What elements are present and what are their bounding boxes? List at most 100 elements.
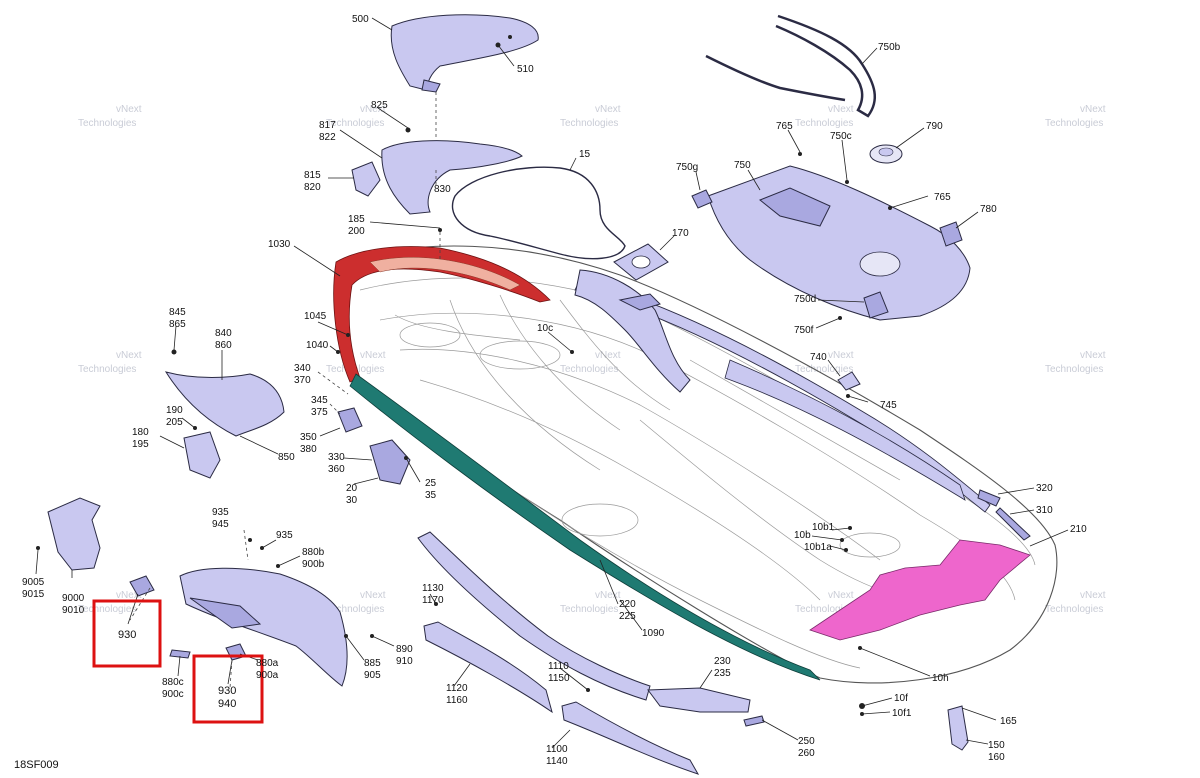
label-10f1: 10f1: [892, 708, 912, 719]
label-190: 190: [166, 405, 183, 416]
label-940-highlighted: 940: [218, 698, 236, 710]
bumper-1030-inner: [369, 257, 521, 291]
watermark-line1: vNext: [360, 104, 386, 115]
part-750g-latch[interactable]: [691, 189, 713, 209]
part-220-pad[interactable]: [417, 531, 651, 701]
label-1120: 1120: [446, 683, 468, 694]
part-880-fender[interactable]: [179, 567, 348, 687]
label-10c: 10c: [537, 323, 553, 334]
part-840-panel[interactable]: [164, 371, 285, 437]
label-1160: 1160: [446, 695, 468, 706]
label-10f: 10f: [894, 693, 908, 704]
part-180-cover[interactable]: [183, 431, 221, 479]
label-750c: 750c: [830, 131, 852, 142]
label-1090: 1090: [642, 628, 665, 639]
label-1110: 1110: [548, 661, 569, 672]
label-815: 815: [304, 170, 321, 181]
part-750-detail: [759, 187, 831, 227]
label-330: 330: [328, 452, 345, 463]
part-350-bracket[interactable]: [337, 407, 363, 433]
label-740: 740: [810, 352, 827, 363]
label-210: 210: [1070, 524, 1087, 535]
part-765-screw: [798, 152, 802, 156]
label-380: 380: [300, 444, 317, 455]
part-310-strip[interactable]: [995, 507, 1031, 541]
label-865: 865: [169, 319, 186, 330]
label-510: 510: [517, 64, 534, 75]
part-500-cover[interactable]: [390, 14, 539, 91]
label-822: 822: [319, 132, 336, 143]
part-880c-strip[interactable]: [169, 649, 191, 659]
part-230-pad[interactable]: [647, 687, 751, 713]
label-185: 185: [348, 214, 365, 225]
part-320-clip[interactable]: [977, 489, 1001, 507]
watermark-line1: vNext: [828, 104, 854, 115]
label-30: 30: [346, 495, 358, 506]
label-780: 780: [980, 204, 997, 215]
part-150-stern[interactable]: [947, 705, 969, 751]
part-250-strip[interactable]: [743, 715, 765, 727]
part-815-trim[interactable]: [351, 161, 381, 197]
label-935b: 935: [276, 530, 293, 541]
label-890: 890: [396, 644, 413, 655]
part-750b-cord[interactable]: [775, 14, 877, 118]
part-930-bracket-b[interactable]: [225, 643, 247, 661]
part-15-seal[interactable]: [451, 166, 626, 260]
part-740-bracket[interactable]: [837, 371, 861, 391]
label-825: 825: [371, 100, 388, 111]
label-880b: 880b: [302, 547, 325, 558]
label-880a: 880a: [256, 658, 279, 669]
label-885: 885: [364, 658, 381, 669]
part-185-screw: [438, 228, 442, 232]
label-845: 845: [169, 307, 186, 318]
part-845-screw[interactable]: [171, 349, 177, 355]
label-150: 150: [988, 740, 1005, 751]
part-1100-strake[interactable]: [561, 701, 700, 775]
part-510-screw: [508, 35, 512, 39]
label-817: 817: [319, 120, 336, 131]
label-205: 205: [166, 417, 183, 428]
part-750b-cord-lower: [705, 54, 846, 102]
label-900a: 900a: [256, 670, 279, 681]
label-750b: 750b: [878, 42, 901, 53]
label-180: 180: [132, 427, 149, 438]
part-930-bracket[interactable]: [129, 575, 155, 597]
label-1030: 1030: [268, 239, 291, 250]
watermark-line2: Technologies: [560, 118, 618, 129]
part-880-detail: [189, 597, 262, 629]
label-880c: 880c: [162, 677, 184, 688]
mat-210[interactable]: [809, 539, 1031, 641]
watermark-line1: vNext: [1080, 104, 1106, 115]
label-9015: 9015: [22, 589, 45, 600]
rail-1090[interactable]: [349, 373, 821, 681]
label-840: 840: [215, 328, 232, 339]
part-1120-strake[interactable]: [423, 621, 553, 714]
watermark-line1: vNext: [116, 590, 142, 601]
part-500-detail: [421, 79, 441, 93]
watermark-line2: Technologies: [795, 604, 853, 615]
diagram-code: 18SF009: [14, 759, 59, 771]
label-500: 500: [352, 14, 369, 25]
part-817-cowl[interactable]: [381, 140, 523, 215]
label-905: 905: [364, 670, 381, 681]
label-750f: 750f: [794, 325, 814, 336]
label-20: 20: [346, 483, 358, 494]
part-330-bracket[interactable]: [369, 439, 411, 485]
part-750-deck[interactable]: [707, 165, 971, 321]
part-750d-bracket[interactable]: [863, 291, 889, 319]
label-260: 260: [798, 748, 815, 759]
label-935: 935: [212, 507, 229, 518]
part-9000-cover[interactable]: [47, 497, 101, 571]
part-750c-screw: [845, 180, 849, 184]
label-25: 25: [425, 478, 437, 489]
watermark-line2: Technologies: [326, 604, 384, 615]
label-200: 200: [348, 226, 365, 237]
label-340: 340: [294, 363, 311, 374]
label-830: 830: [434, 184, 451, 195]
label-10h: 10h: [932, 673, 949, 684]
watermark-line2: Technologies: [560, 364, 618, 375]
watermark-line1: vNext: [360, 590, 386, 601]
label-1150: 1150: [548, 673, 570, 684]
label-9005: 9005: [22, 577, 45, 588]
